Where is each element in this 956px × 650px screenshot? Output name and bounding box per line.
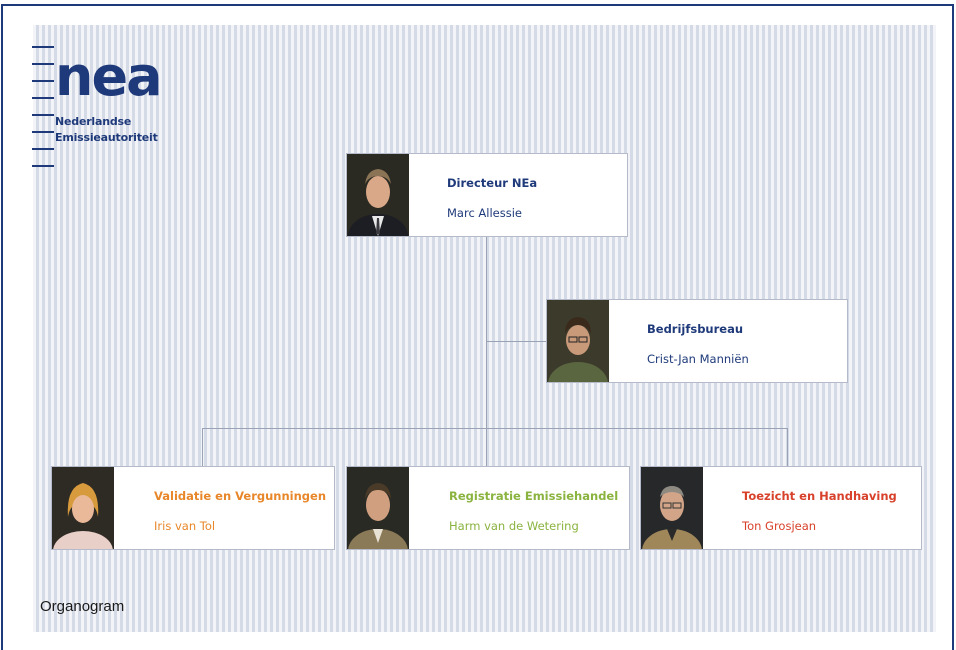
logo-subtitle-line2: Emissieautoriteit <box>55 131 158 144</box>
org-node-registratie: Registratie Emissiehandel Harm van de We… <box>346 466 630 550</box>
org-node-director: Directeur NEa Marc Allessie <box>346 153 628 237</box>
logo-subtitle-line1: Nederlandse <box>55 115 132 128</box>
logo-stripe <box>32 131 54 133</box>
node-title: Toezicht en Handhaving <box>742 489 897 503</box>
connector-left <box>202 428 203 466</box>
connector-horizontal <box>202 428 788 429</box>
portrait-director <box>347 154 409 236</box>
logo-stripe <box>32 80 54 82</box>
node-title: Bedrijfsbureau <box>647 322 744 336</box>
logo-wordmark: nea <box>55 45 163 108</box>
org-node-bedrijfsbureau: Bedrijfsbureau Crist-Jan Manniën <box>546 299 848 383</box>
portrait-validatie <box>52 467 114 549</box>
node-person: Harm van de Wetering <box>449 519 579 533</box>
logo-stripe <box>32 97 54 99</box>
diagram-caption: Organogram <box>40 598 125 615</box>
node-title: Directeur NEa <box>447 176 538 190</box>
connector-bureau <box>486 341 546 342</box>
organogram-panel <box>33 25 936 632</box>
node-person: Marc Allessie <box>447 206 523 220</box>
logo-stripe <box>32 46 54 48</box>
connector-trunk <box>486 237 487 467</box>
connector-right <box>787 428 788 466</box>
portrait-bedrijfsbureau <box>547 300 609 382</box>
portrait-registratie <box>347 467 409 549</box>
page-frame <box>1 4 954 650</box>
org-node-validatie: Validatie en Vergunningen Iris van Tol <box>51 466 335 550</box>
node-title: Validatie en Vergunningen <box>154 489 327 503</box>
node-person: Crist-Jan Manniën <box>647 352 749 366</box>
portrait-toezicht <box>641 467 703 549</box>
node-person: Iris van Tol <box>154 519 216 533</box>
logo-stripe <box>32 148 54 150</box>
org-node-toezicht: Toezicht en Handhaving Ton Grosjean <box>640 466 922 550</box>
node-title: Registratie Emissiehandel <box>449 489 619 503</box>
node-person: Ton Grosjean <box>742 519 817 533</box>
logo-stripe <box>32 63 54 65</box>
logo-stripe <box>32 114 54 116</box>
logo-stripe <box>32 165 54 167</box>
